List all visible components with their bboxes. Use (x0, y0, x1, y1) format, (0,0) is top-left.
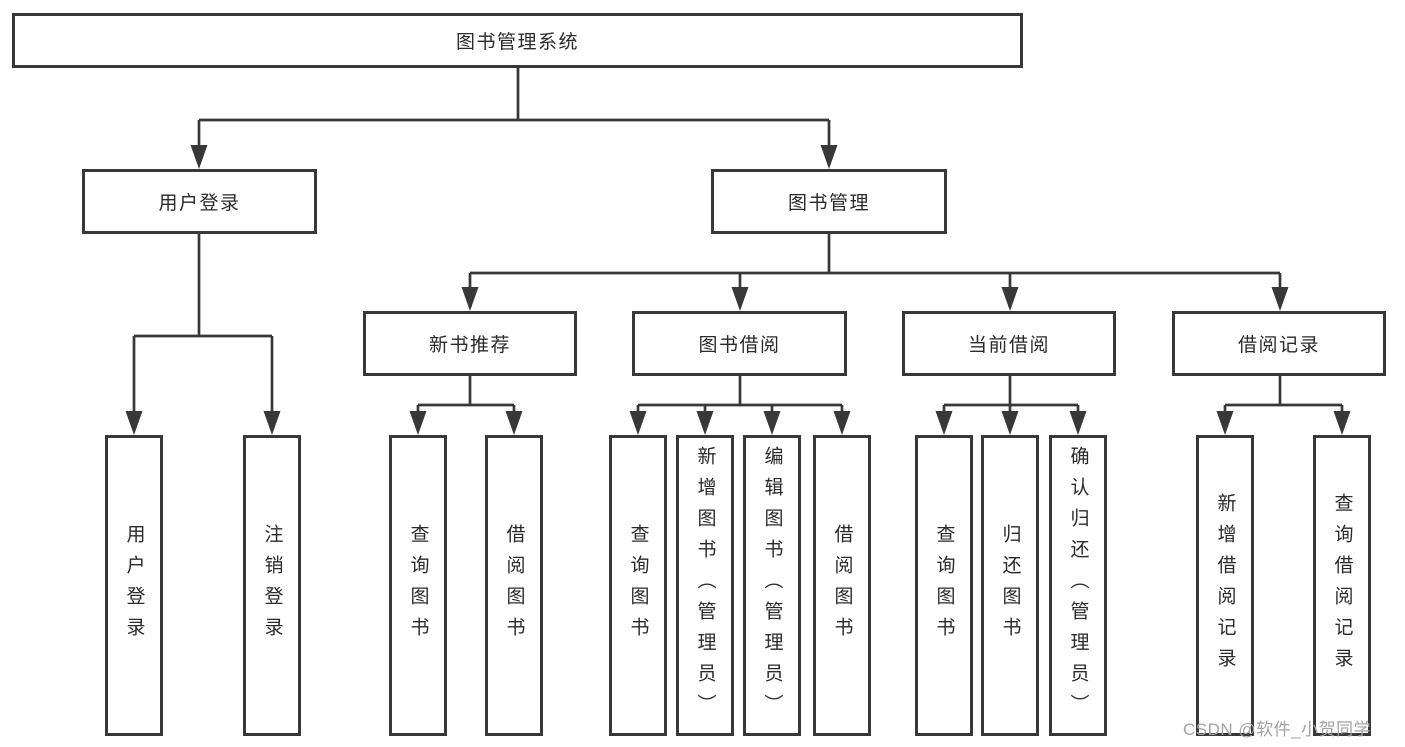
arrowhead-icon (1216, 411, 1234, 435)
arrowhead-icon (820, 145, 838, 169)
node-new-book-recommend-label: 新书推荐 (428, 335, 511, 356)
arrowhead-icon (190, 145, 208, 169)
node-borrow-records: 借阅记录 (1172, 311, 1386, 376)
node-leaf-borrow-books: 借阅图书 (813, 435, 871, 736)
node-book-borrowing: 图书借阅 (632, 311, 847, 376)
node-leaf-query-borrow-record-label: 查询借阅记录 (1331, 492, 1353, 679)
arrowhead-icon (263, 411, 281, 435)
node-current-borrowing: 当前借阅 (902, 311, 1116, 376)
node-leaf-edit-books-admin-label: 编辑图书（管理员） (761, 446, 783, 725)
arrowhead-icon (696, 411, 714, 435)
node-leaf-user-login: 用户登录 (105, 435, 163, 736)
node-new-book-recommend: 新书推荐 (363, 311, 577, 376)
arrowhead-icon (1333, 411, 1351, 435)
arrowhead-icon (629, 411, 647, 435)
node-leaf-add-borrow-record: 新增借阅记录 (1196, 435, 1254, 736)
node-leaf-rec-query-books-label: 查询图书 (407, 523, 429, 648)
node-leaf-current-query-books-label: 查询图书 (933, 523, 955, 648)
node-leaf-logout-label: 注销登录 (261, 523, 283, 648)
arrowhead-icon (1069, 411, 1087, 435)
node-book-management: 图书管理 (711, 169, 947, 234)
arrowhead-icon (1001, 411, 1019, 435)
node-system-root-label: 图书管理系统 (455, 32, 579, 53)
arrowhead-icon (1001, 287, 1019, 311)
arrowhead-icon (505, 411, 523, 435)
node-book-management-label: 图书管理 (787, 193, 870, 214)
node-leaf-rec-borrow-books-label: 借阅图书 (503, 523, 525, 648)
arrowhead-icon (763, 411, 781, 435)
watermark: CSDN @软件_小贺同学 (1183, 720, 1372, 739)
node-leaf-add-books-admin-label: 新增图书（管理员） (694, 446, 716, 725)
node-leaf-add-books-admin: 新增图书（管理员） (676, 435, 734, 736)
node-leaf-return-books: 归还图书 (981, 435, 1039, 736)
node-borrow-records-label: 借阅记录 (1237, 335, 1320, 356)
node-leaf-borrow-books-label: 借阅图书 (831, 523, 853, 648)
node-leaf-add-borrow-record-label: 新增借阅记录 (1214, 492, 1236, 679)
node-leaf-confirm-return-admin: 确认归还（管理员） (1049, 435, 1107, 736)
node-leaf-user-login-label: 用户登录 (123, 523, 145, 648)
arrowhead-icon (1271, 287, 1289, 311)
node-leaf-borrow-query-books: 查询图书 (609, 435, 667, 736)
arrowhead-icon (731, 287, 749, 311)
node-leaf-edit-books-admin: 编辑图书（管理员） (743, 435, 801, 736)
node-leaf-confirm-return-admin-label: 确认归还（管理员） (1067, 446, 1089, 725)
node-book-borrowing-label: 图书借阅 (698, 335, 781, 356)
arrowhead-icon (833, 411, 851, 435)
node-current-borrowing-label: 当前借阅 (967, 335, 1050, 356)
arrowhead-icon (409, 411, 427, 435)
node-leaf-return-books-label: 归还图书 (999, 523, 1021, 648)
node-system-root: 图书管理系统 (12, 13, 1023, 68)
node-user-login-branch-label: 用户登录 (158, 193, 241, 214)
arrowhead-icon (935, 411, 953, 435)
arrowhead-icon (461, 287, 479, 311)
node-leaf-rec-borrow-books: 借阅图书 (485, 435, 543, 736)
node-leaf-logout: 注销登录 (243, 435, 301, 736)
node-leaf-query-borrow-record: 查询借阅记录 (1313, 435, 1371, 736)
arrowhead-icon (125, 411, 143, 435)
node-leaf-rec-query-books: 查询图书 (389, 435, 447, 736)
node-leaf-borrow-query-books-label: 查询图书 (627, 523, 649, 648)
node-user-login-branch: 用户登录 (82, 169, 317, 234)
node-leaf-current-query-books: 查询图书 (915, 435, 973, 736)
